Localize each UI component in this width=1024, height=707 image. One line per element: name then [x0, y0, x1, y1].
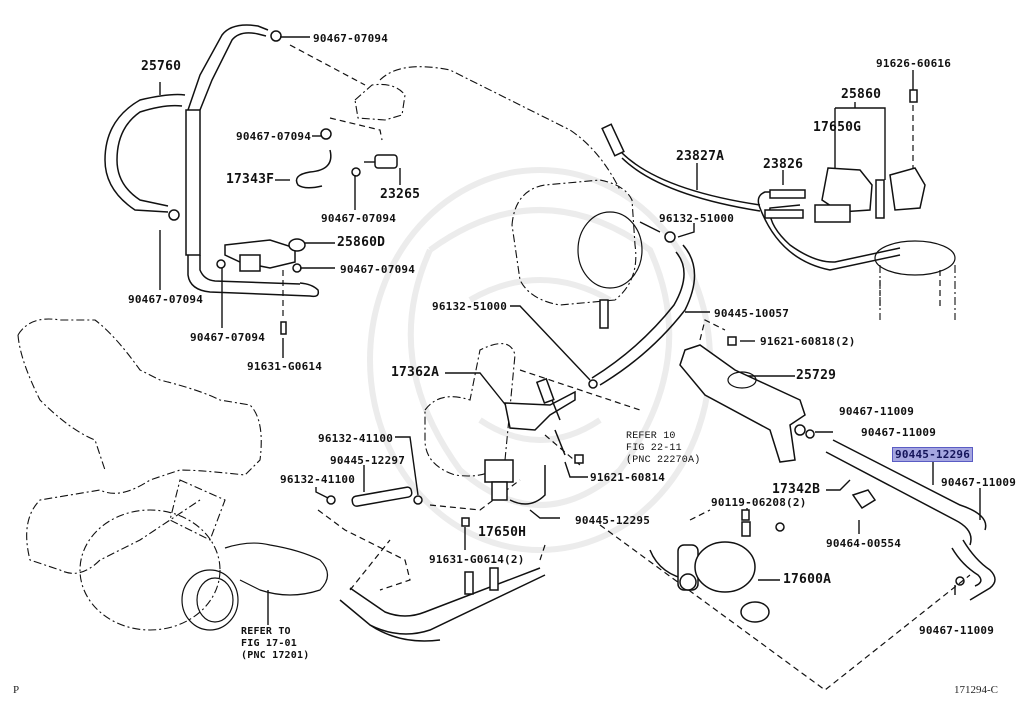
part-label-17650g[interactable]: 17650G	[813, 120, 862, 135]
page-marker: P	[13, 684, 20, 696]
turbocharger	[17, 318, 329, 631]
part-label-96132-51000[interactable]: 96132-51000	[432, 300, 508, 313]
part-label-90467-11009[interactable]: 90467-11009	[941, 476, 1017, 489]
part-label-90467-07094[interactable]: 90467-07094	[236, 130, 312, 143]
hose-90445-10057	[591, 244, 696, 386]
figure-code: 171294-C	[954, 684, 998, 696]
part-label-90467-07094[interactable]: 90467-07094	[190, 331, 266, 344]
part-label-17600a[interactable]: 17600A	[783, 572, 832, 587]
bracket-top	[354, 83, 406, 121]
part-label-96132-41100[interactable]: 96132-41100	[318, 432, 394, 445]
refer-note-fig-17-01: REFER TO FIG 17-01 (PNC 17201)	[241, 626, 310, 661]
vsv-17362a	[424, 343, 576, 477]
part-label-17362a[interactable]: 17362A	[391, 365, 440, 380]
part-label-91621-60818[interactable]: 91621-60818(2)	[760, 335, 856, 348]
part-label-90467-07094[interactable]: 90467-07094	[128, 293, 204, 306]
part-label-90467-07094[interactable]: 90467-07094	[313, 32, 389, 45]
bolt-icons	[280, 89, 918, 527]
hose-25760	[104, 24, 320, 298]
part-label-17343f[interactable]: 17343F	[226, 172, 275, 187]
sensor-23265	[364, 154, 398, 169]
part-label-23265[interactable]: 23265	[380, 187, 421, 202]
part-label-96132-51000[interactable]: 96132-51000	[659, 212, 735, 225]
canister	[874, 240, 956, 320]
part-label-90467-11009[interactable]: 90467-11009	[919, 624, 995, 637]
hose-23826	[757, 189, 901, 271]
vsv-25860d	[224, 238, 306, 272]
part-label-91626-60616[interactable]: 91626-60616	[876, 57, 952, 70]
hose-90445-12297	[351, 486, 413, 507]
part-label-23827a[interactable]: 23827A	[676, 149, 725, 164]
water-pipe	[339, 567, 546, 642]
bracket-25729	[679, 344, 806, 463]
part-label-90467-07094[interactable]: 90467-07094	[340, 263, 416, 276]
part-label-90464-00554[interactable]: 90464-00554	[826, 537, 902, 550]
clip-icons	[168, 30, 965, 586]
part-label-91631-g0614[interactable]: 91631-G0614	[247, 360, 323, 373]
part-label-90467-11009[interactable]: 90467-11009	[839, 405, 915, 418]
part-label-25760[interactable]: 25760	[141, 59, 182, 74]
hose-23827a	[601, 123, 761, 212]
refer-note-fig-22-11: REFER 10 FIG 22-11 (PNC 22270A)	[626, 431, 701, 466]
actuator-17600a	[649, 521, 770, 623]
hose-90445-12296	[825, 439, 996, 601]
part-label-17342b[interactable]: 17342B	[772, 482, 821, 497]
part-label-90467-07094[interactable]: 90467-07094	[321, 212, 397, 225]
part-label-23826[interactable]: 23826	[763, 157, 804, 172]
part-label-25860d[interactable]: 25860D	[337, 235, 386, 250]
hose-17343f	[295, 149, 332, 189]
part-label-90467-11009[interactable]: 90467-11009	[861, 426, 937, 439]
part-label-96132-41100[interactable]: 96132-41100	[280, 473, 356, 486]
part-label-91621-60814[interactable]: 91621-60814	[590, 471, 666, 484]
part-label-90445-12295[interactable]: 90445-12295	[575, 514, 651, 527]
throttle-body	[511, 179, 661, 329]
part-label-25860[interactable]: 25860	[841, 87, 882, 102]
part-label-90445-12297[interactable]: 90445-12297	[330, 454, 406, 467]
dashed-connectors	[282, 44, 971, 691]
vsv-17650h	[484, 459, 546, 505]
part-label-90445-12296-highlighted[interactable]: 90445-12296	[891, 447, 974, 462]
part-label-17650h[interactable]: 17650H	[478, 525, 527, 540]
part-label-25729[interactable]: 25729	[796, 368, 837, 383]
clamp-90464-00554	[851, 489, 877, 510]
part-label-90445-10057[interactable]: 90445-10057	[714, 307, 790, 320]
part-label-91631-g0614-2[interactable]: 91631-G0614(2)	[429, 553, 525, 566]
watermark-logo	[367, 167, 713, 553]
vsv-17650g	[814, 167, 926, 223]
part-label-90119-06208[interactable]: 90119-06208(2)	[711, 496, 807, 509]
